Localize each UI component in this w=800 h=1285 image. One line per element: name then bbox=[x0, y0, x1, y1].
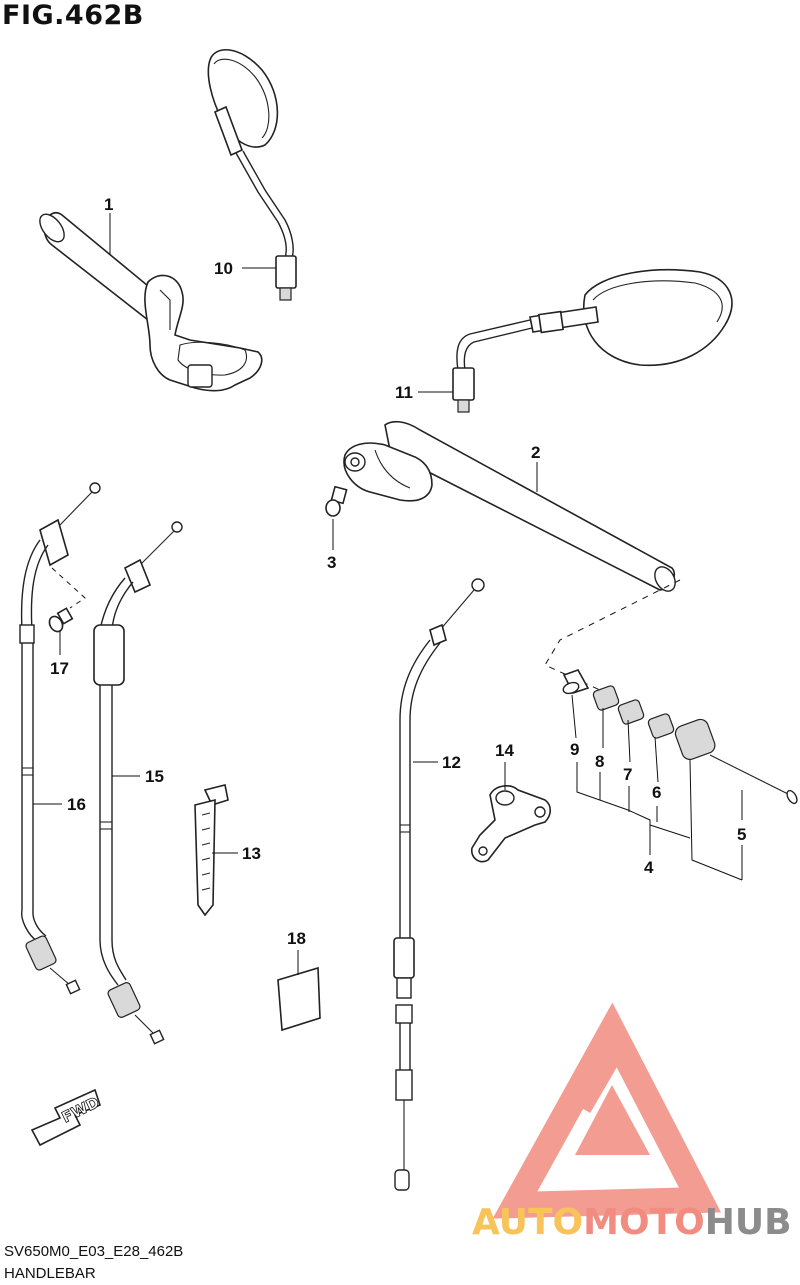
cable-12 bbox=[393, 578, 485, 1191]
callout-2: 2 bbox=[531, 443, 540, 462]
bar-end-weight bbox=[562, 669, 798, 805]
svg-text:AUTOMOTOHUB: AUTOMOTOHUB bbox=[472, 1202, 792, 1243]
mirror-right bbox=[452, 269, 733, 413]
bolt-3 bbox=[325, 485, 348, 517]
balancer-outline bbox=[544, 579, 681, 691]
callout-7: 7 bbox=[623, 765, 632, 784]
callout-4: 4 bbox=[644, 858, 654, 877]
watermark-logo bbox=[492, 1002, 722, 1219]
callout-6: 6 bbox=[652, 783, 661, 802]
mirror-left bbox=[207, 48, 297, 301]
diagram-code: SV650M0_E03_E28_462B bbox=[4, 1243, 184, 1260]
grip-left bbox=[39, 211, 263, 392]
callout-14: 14 bbox=[495, 741, 514, 760]
bracket-14 bbox=[470, 785, 552, 863]
cable-tie-13 bbox=[194, 784, 229, 917]
cable-16 bbox=[19, 482, 101, 995]
callout-16: 16 bbox=[67, 795, 86, 814]
pad-18 bbox=[277, 966, 321, 1032]
callout-11: 11 bbox=[395, 383, 413, 402]
callout-1: 1 bbox=[104, 195, 113, 214]
callout-17: 17 bbox=[50, 659, 69, 678]
callout-8: 8 bbox=[595, 752, 604, 771]
leader-lines bbox=[33, 213, 743, 975]
callout-12: 12 bbox=[442, 753, 461, 772]
callout-5: 5 bbox=[737, 825, 746, 844]
fwd-arrow: FWD bbox=[30, 1088, 102, 1147]
watermark-auto: AUTO bbox=[472, 1202, 583, 1243]
callout-3: 3 bbox=[327, 553, 336, 572]
watermark-hub: HUB bbox=[705, 1202, 792, 1243]
watermark-moto: MOTO bbox=[583, 1202, 705, 1243]
figure-title: FIG.462B bbox=[2, 0, 144, 31]
handlebar-right bbox=[343, 420, 676, 592]
diagram-caption: HANDLEBAR bbox=[4, 1265, 96, 1282]
watermark-text: AUTOMOTOHUB bbox=[472, 1202, 792, 1243]
cable-15 bbox=[93, 521, 183, 1045]
callout-9: 9 bbox=[570, 740, 579, 759]
callout-13: 13 bbox=[242, 844, 261, 863]
callouts: 1 2 3 4 5 6 7 8 9 10 11 12 13 14 15 16 1… bbox=[50, 195, 746, 948]
callout-18: 18 bbox=[287, 929, 306, 948]
callout-15: 15 bbox=[145, 767, 164, 786]
callout-10: 10 bbox=[214, 259, 233, 278]
